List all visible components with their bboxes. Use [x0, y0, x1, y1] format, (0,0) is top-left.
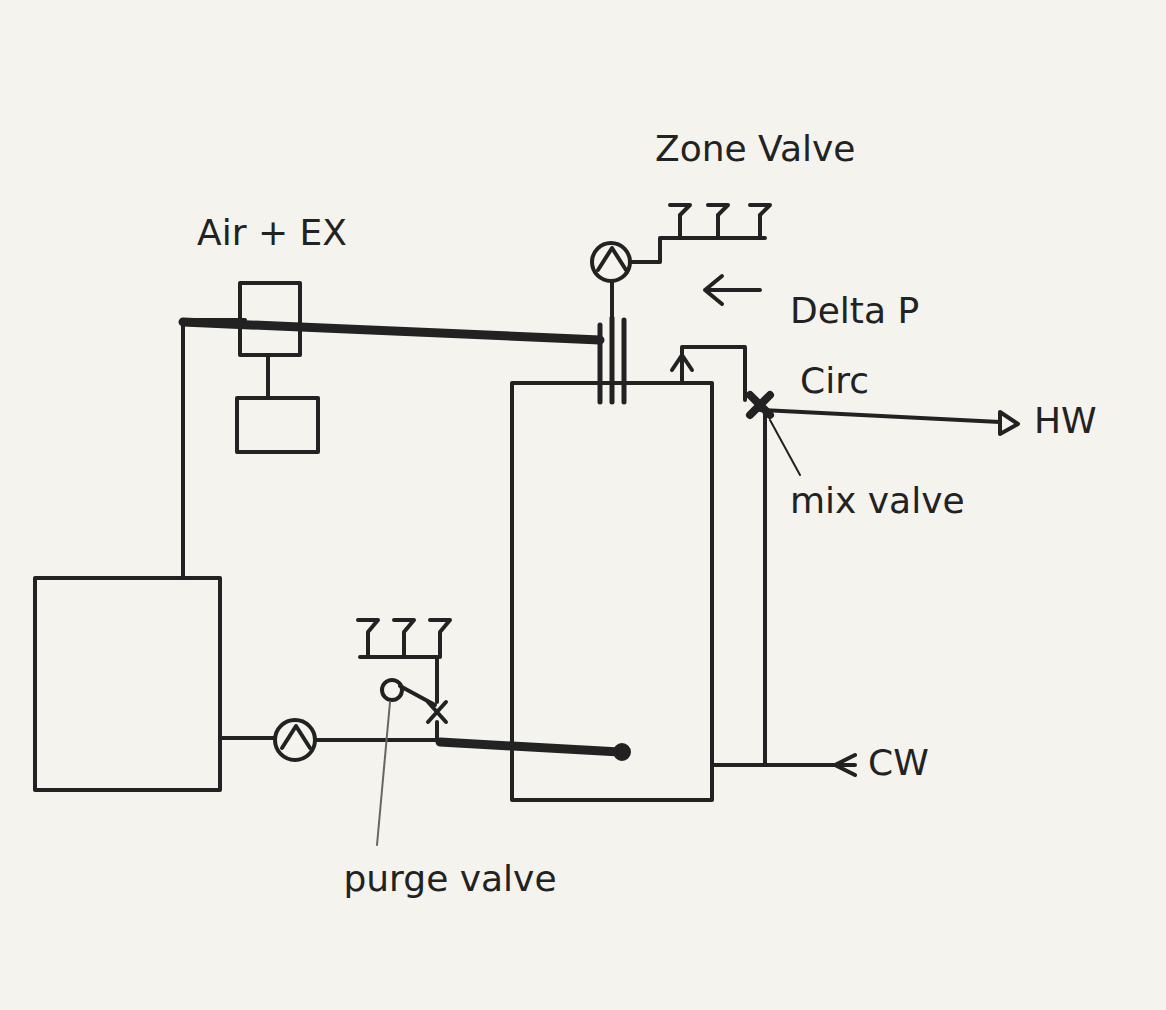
- pipe: [610, 282, 614, 320]
- circulator-symbol: [598, 248, 626, 270]
- coil-pipe: [600, 318, 624, 402]
- purge-pipe: [400, 686, 435, 705]
- air-separator: [240, 283, 300, 355]
- purge-pipe: [360, 657, 437, 740]
- expansion-tank: [237, 398, 318, 452]
- leader-line: [377, 702, 390, 845]
- boiler: [35, 578, 220, 790]
- callout-label: Circ: [800, 360, 869, 401]
- recirc-pipe: [682, 347, 745, 400]
- tank-connector: [266, 355, 270, 398]
- water-heater-tank: [512, 383, 712, 800]
- hose-bib: [382, 680, 402, 700]
- zone-pipe: [630, 238, 765, 262]
- callout-label: HW: [1034, 400, 1097, 441]
- zone-valve-symbol: [670, 205, 770, 238]
- coil-return: [440, 742, 620, 752]
- flow-arrow: [835, 755, 855, 775]
- callout-label: mix valve: [790, 480, 965, 521]
- return-pipe: [220, 738, 440, 740]
- coil-end: [615, 745, 629, 759]
- circulator-symbol: [275, 720, 315, 760]
- flow-arrow: [672, 355, 692, 370]
- component-label: Air + EX: [197, 212, 347, 253]
- circulator-symbol: [592, 243, 630, 281]
- callout-label: Zone Valve: [655, 128, 855, 169]
- circulator-symbol: [282, 726, 310, 748]
- callout-label: Delta P: [790, 290, 919, 331]
- callout-label: purge valve: [330, 858, 570, 899]
- pointer-arrow: [705, 276, 760, 304]
- flow-arrow: [1000, 412, 1018, 434]
- hot-water-pipe: [760, 410, 1000, 422]
- valve-symbol: [358, 620, 450, 657]
- callout-label: CW: [868, 742, 929, 783]
- leader-line: [770, 420, 800, 475]
- component-heading: Air + EX: [197, 212, 347, 253]
- cold-water-pipe: [712, 410, 855, 765]
- supply-pipe: [183, 322, 600, 340]
